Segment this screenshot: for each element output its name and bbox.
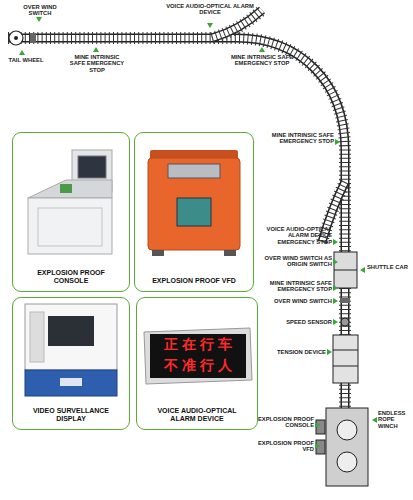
callout-label: ENDLESS ROPE WINCH [378, 410, 412, 429]
vfd-illustration [152, 250, 164, 256]
callout-label: TENSION DEVICE [258, 349, 326, 355]
endless-rope-winch [316, 408, 368, 486]
callout-label: OVER WIND SWITCH [18, 4, 62, 17]
console-illustration [78, 156, 106, 178]
callout-label: MINE INTRINSIC SAFE EMERGENCY STOP [268, 132, 334, 145]
pointer-arrow [333, 239, 338, 245]
callout-label: OVER WIND SWITCH AS ORIGIN SWITCH [262, 255, 332, 268]
led-sign-text: 正 在 行 车 [150, 336, 246, 353]
led-sign-text: 不 准 行 人 [150, 357, 246, 374]
vfd-illustration [148, 150, 240, 256]
callout-label: SPEED SENSOR [262, 319, 332, 325]
endless-rope-winch [316, 440, 325, 454]
led-sign-illustration [144, 328, 252, 384]
console-illustration [28, 180, 112, 198]
console-illustration [28, 198, 112, 254]
callout-label: EXPLOSION PROOF VFD [254, 440, 314, 453]
pointer-arrow [333, 285, 338, 291]
console-illustration [72, 150, 112, 192]
console-illustration [38, 208, 102, 246]
product-caption: EXPLOSION PROOF CONSOLE [29, 269, 113, 285]
video-display-illustration [60, 378, 82, 386]
pointer-arrow [19, 50, 25, 55]
product-caption: VOICE AUDIO-OPTICAL ALARM DEVICE [155, 407, 239, 423]
vfd-illustration [168, 164, 220, 178]
console-illustration [60, 184, 72, 193]
endless-rope-winch [316, 420, 325, 434]
console-illustration [28, 150, 112, 254]
callout-label: MINE INTRINSIC SAFE EMERGENCY STOP [66, 54, 128, 73]
pointer-arrow [333, 298, 338, 304]
callout-label: MINE INTRINSIC SAFE EMERGENCY STOP [230, 54, 294, 67]
shuttle-car [334, 252, 357, 288]
led-sign-illustration [150, 334, 246, 378]
endless-rope-winch [337, 420, 357, 440]
pointer-arrow [207, 23, 213, 28]
product-caption: EXPLOSION PROOF VFD [152, 277, 236, 285]
pointer-arrow [335, 139, 340, 145]
callout-label: VOICE AUDIO-OPTICAL ALARM DEVICE [165, 3, 255, 16]
pointer-arrow [315, 443, 320, 449]
tension-device [333, 335, 358, 383]
callout-label: EXPLOSION PROOF CONSOLE [254, 416, 314, 429]
video-display-illustration [30, 312, 44, 362]
endless-rope-winch [337, 452, 357, 472]
pointer-arrow [372, 417, 377, 423]
tension-device [333, 350, 358, 351]
pointer-arrow [93, 47, 99, 52]
endless-rope-winch [326, 408, 368, 486]
tension-device [333, 366, 358, 367]
pointer-arrow [333, 319, 338, 325]
vfd-illustration [148, 158, 240, 250]
over-wind-switch [30, 33, 36, 43]
pointer-arrow [259, 47, 265, 52]
video-display-illustration [25, 370, 117, 396]
video-display-illustration [25, 304, 117, 370]
over-wind-switch [340, 298, 350, 303]
product-caption: VIDEO SURVELLANCE DISPLAY [29, 407, 113, 423]
callout-label: SHUTTLE CAR [367, 264, 411, 270]
pointer-arrow [360, 267, 365, 273]
shuttle-car [334, 270, 357, 271]
tail-wheel [14, 36, 18, 40]
product-box: VIDEO SURVELLANCE DISPLAY [12, 297, 130, 430]
tail-wheel [9, 31, 23, 45]
callout-label: TAIL WHEEL [6, 57, 46, 63]
pointer-arrow [315, 422, 320, 428]
pointer-arrow [333, 259, 338, 265]
callout-label: MINE INTRINSIC SAFE EMERGENCY STOP [264, 280, 332, 293]
tail-wheel [9, 31, 23, 45]
product-box: EXPLOSION PROOF VFD [134, 132, 254, 292]
speed-sensor [341, 318, 349, 326]
vfd-illustration [224, 250, 236, 256]
video-display-illustration [48, 316, 94, 346]
shuttle-car [334, 252, 357, 288]
tension-device [333, 335, 358, 383]
speed-sensor [341, 318, 349, 326]
video-display-illustration [25, 304, 117, 396]
pointer-arrow [327, 349, 332, 355]
led-sign-illustration [144, 328, 252, 384]
callout-label: VOICE AUDIO-OPTICAL ALARM DEVICE EMERGEN… [264, 226, 332, 245]
callout-label: OVER WIND SWITCH [262, 298, 332, 304]
product-box: EXPLOSION PROOF CONSOLE [12, 132, 130, 292]
vfd-illustration [150, 150, 238, 160]
pointer-arrow [36, 17, 42, 22]
vfd-illustration [177, 198, 211, 226]
